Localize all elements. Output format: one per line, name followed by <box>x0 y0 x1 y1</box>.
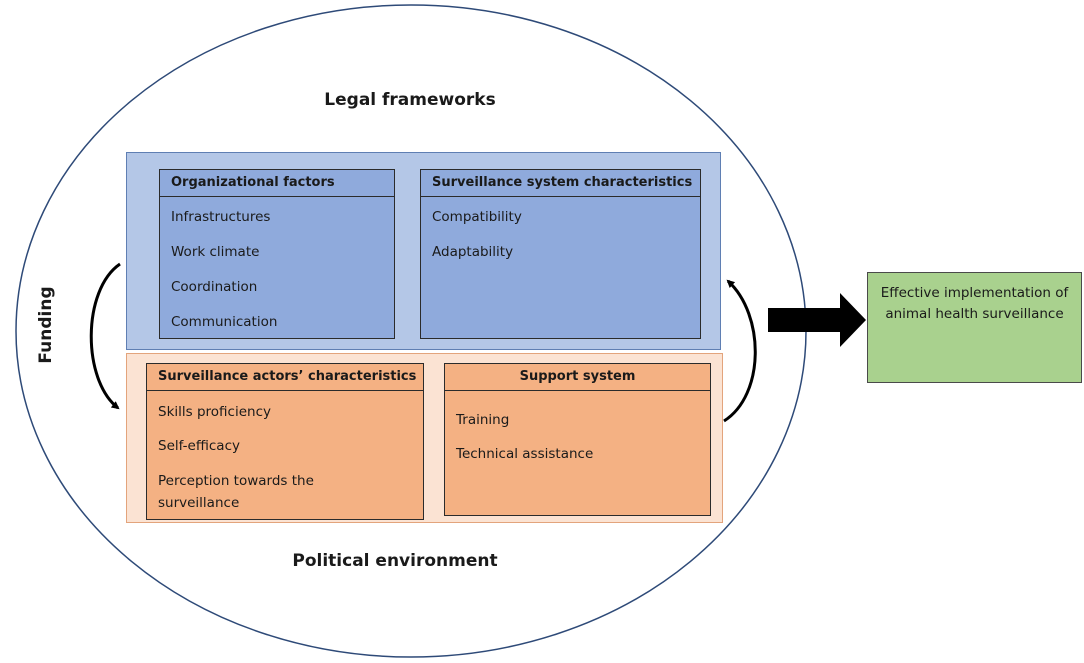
outcome-box: Effective implementation of animal healt… <box>867 272 1082 383</box>
actors-characteristics-box: Surveillance actors’ characteristics Ski… <box>146 363 424 520</box>
item-communication: Communication <box>171 314 278 330</box>
support-system-box: Support system Training Technical assist… <box>444 363 711 516</box>
item-perception: Perception towards the surveillance <box>158 473 314 511</box>
legal-frameworks-label: Legal frameworks <box>324 90 496 110</box>
actors-characteristics-title: Surveillance actors’ characteristics <box>147 364 423 391</box>
item-skills-proficiency: Skills proficiency <box>158 404 271 420</box>
organizational-factors-title: Organizational factors <box>160 170 394 197</box>
surveillance-system-box: Surveillance system characteristics Comp… <box>420 169 701 339</box>
organizational-factors-box: Organizational factors Infrastructures W… <box>159 169 395 339</box>
item-infrastructures: Infrastructures <box>171 209 271 225</box>
item-work-climate: Work climate <box>171 244 260 260</box>
item-training: Training <box>456 412 510 428</box>
item-self-efficacy: Self-efficacy <box>158 438 240 454</box>
item-technical-assistance: Technical assistance <box>456 446 594 462</box>
item-adaptability: Adaptability <box>432 244 514 260</box>
surveillance-system-title: Surveillance system characteristics <box>421 170 700 197</box>
political-environment-label: Political environment <box>292 551 498 571</box>
outcome-arrow <box>768 293 866 347</box>
left-cycle-arrow <box>89 262 121 410</box>
item-compatibility: Compatibility <box>432 209 522 225</box>
funding-label: Funding <box>36 286 56 364</box>
outcome-text: Effective implementation of animal healt… <box>880 285 1069 322</box>
item-coordination: Coordination <box>171 279 258 295</box>
support-system-title: Support system <box>445 364 710 391</box>
right-cycle-arrow <box>723 279 757 423</box>
